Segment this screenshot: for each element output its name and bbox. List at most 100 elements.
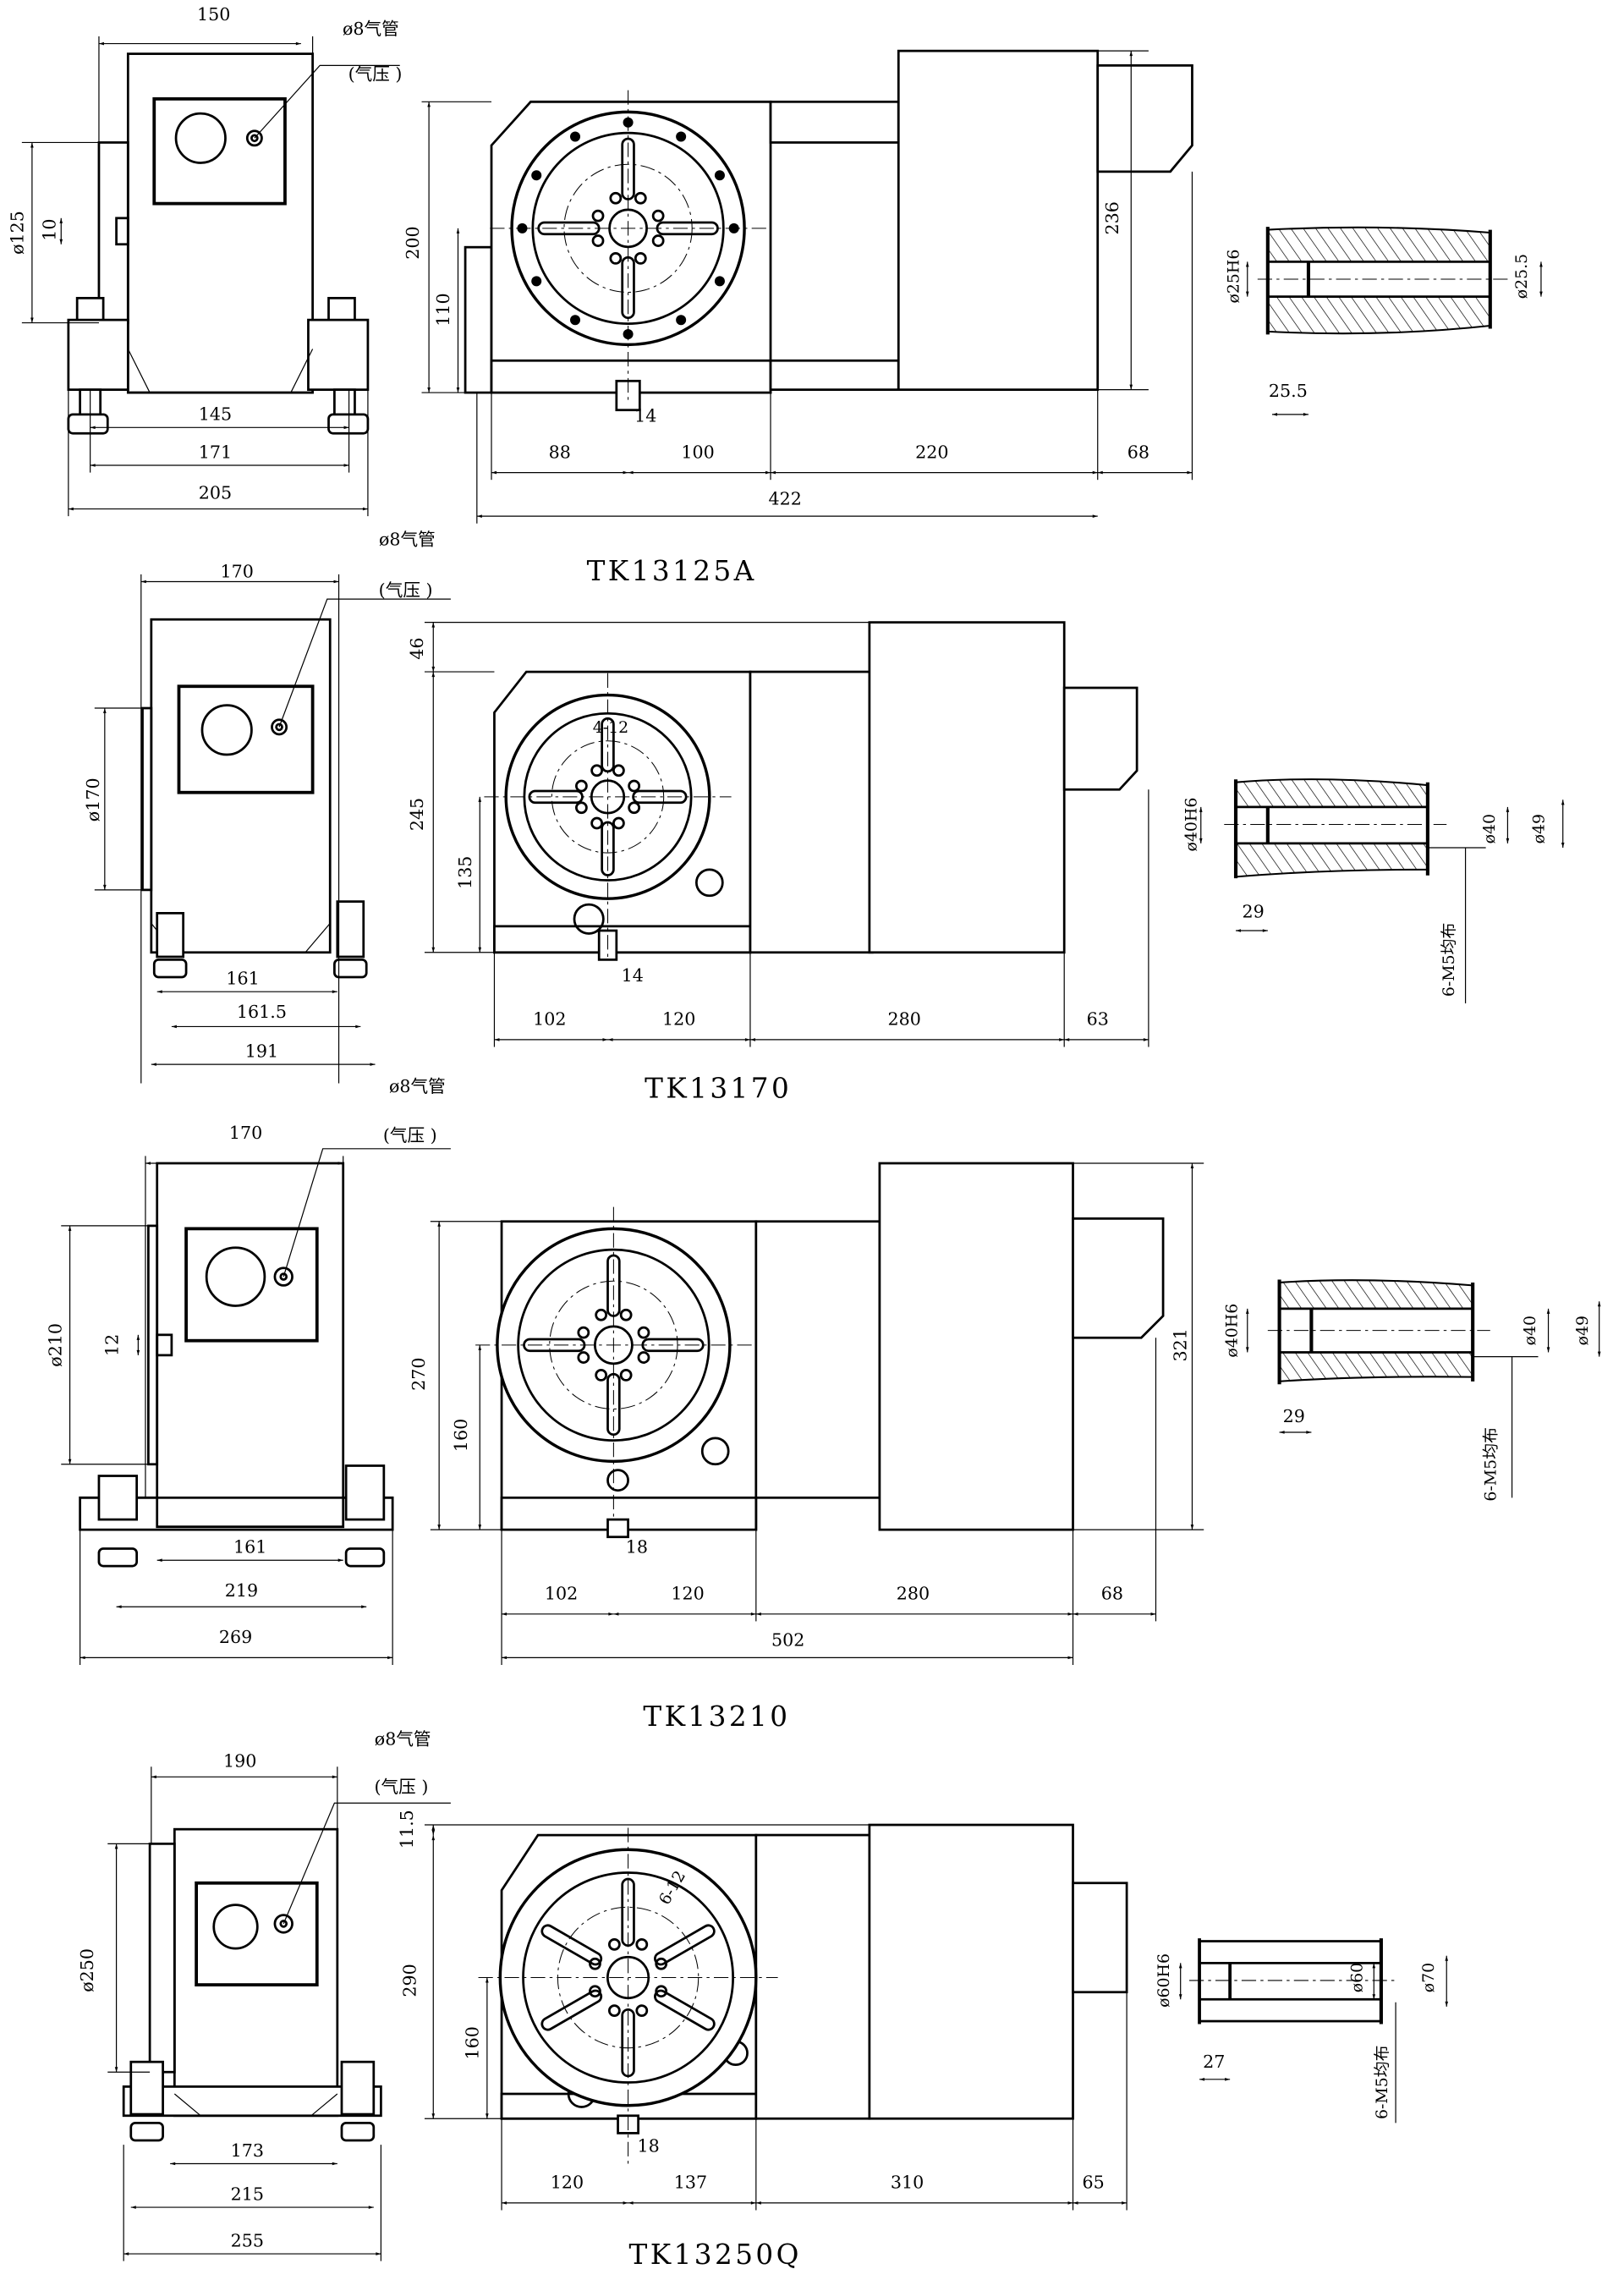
mounting-hole bbox=[590, 764, 604, 777]
rotary-table bbox=[490, 90, 766, 404]
dim-3: 220 bbox=[915, 442, 948, 462]
dim-base-inner: 161 bbox=[233, 1537, 266, 1558]
air-pipe-label: ø8气管 bbox=[379, 530, 436, 550]
bolt-hole bbox=[570, 315, 581, 326]
leader-line bbox=[254, 64, 400, 139]
front-view bbox=[478, 1823, 1128, 2164]
dim-diameter: ø170 bbox=[83, 777, 103, 821]
dim-key-width: 18 bbox=[638, 2136, 660, 2156]
mounting-hole bbox=[634, 191, 647, 205]
model-title: TK13210 bbox=[643, 1700, 790, 1733]
mounting-hole bbox=[619, 1369, 633, 1382]
bolt-hole bbox=[676, 131, 687, 142]
dim-base-inner: 161 bbox=[226, 969, 259, 989]
dim-4: 63 bbox=[1087, 1009, 1109, 1030]
mounting-hole bbox=[612, 816, 625, 830]
leader-line bbox=[283, 1148, 451, 1277]
shaft-outer: ø49 bbox=[1573, 1316, 1592, 1345]
side-view bbox=[122, 1827, 382, 2142]
bolt-hole bbox=[714, 276, 725, 287]
dim-height: 270 bbox=[409, 1358, 429, 1391]
mounting-hole bbox=[589, 1985, 601, 1998]
dim-2: 137 bbox=[674, 2173, 707, 2193]
model-title: TK13170 bbox=[645, 1073, 792, 1105]
dim-key-width: 14 bbox=[634, 405, 656, 426]
dim-height: 200 bbox=[403, 226, 423, 259]
dim-base-inner: 145 bbox=[199, 404, 232, 425]
rotary-table bbox=[478, 1827, 778, 2164]
dim-center-height: 160 bbox=[463, 2026, 483, 2059]
mounting-hole bbox=[635, 1937, 649, 1951]
drawing-tk13125a bbox=[67, 49, 1512, 435]
dim-center-height: 110 bbox=[433, 293, 453, 326]
dim-1: 102 bbox=[545, 1584, 578, 1604]
mounting-hole bbox=[655, 1957, 668, 1970]
dim-base-outer: 205 bbox=[199, 483, 232, 503]
mounting-hole bbox=[595, 1308, 608, 1321]
dim-base-outer: 269 bbox=[219, 1627, 252, 1647]
dim-diameter: ø250 bbox=[77, 1948, 97, 1992]
bolt-hole bbox=[570, 131, 581, 142]
dim-motor-height: 236 bbox=[1102, 201, 1122, 234]
mounting-hole bbox=[607, 2004, 621, 2018]
dim-diameter: ø210 bbox=[45, 1323, 65, 1367]
shaft-outer: ø70 bbox=[1419, 1963, 1438, 1992]
rotary-table bbox=[484, 673, 732, 957]
mounting-hole bbox=[590, 816, 604, 830]
dim-3: 280 bbox=[887, 1009, 920, 1030]
air-pressure-label: (气压 ) bbox=[375, 1777, 429, 1797]
mounting-hole bbox=[655, 1985, 668, 1998]
mounting-hole bbox=[607, 1937, 621, 1951]
t-slot bbox=[632, 789, 688, 805]
mounting-hole bbox=[609, 252, 623, 265]
bolt-hole bbox=[676, 315, 687, 326]
air-pressure-label: (气压 ) bbox=[348, 64, 403, 85]
shaft-detail bbox=[1267, 1279, 1539, 1385]
mounting-hole bbox=[591, 234, 605, 247]
dim-total: 422 bbox=[769, 488, 802, 508]
thread-spec: 6-M5均布 bbox=[1373, 2045, 1391, 2119]
dim-2: 120 bbox=[671, 1584, 704, 1604]
shaft-depth: 29 bbox=[1283, 1406, 1305, 1426]
leader-line bbox=[278, 598, 451, 728]
dim-height: 245 bbox=[407, 798, 427, 831]
dim-2: 100 bbox=[681, 442, 714, 462]
air-pressure-label: (气压 ) bbox=[379, 580, 433, 601]
shaft-bore: ø25H6 bbox=[1224, 250, 1243, 304]
side-view bbox=[67, 52, 370, 435]
dim-top-offset: 11.5 bbox=[397, 1810, 417, 1849]
mounting-hole bbox=[612, 764, 625, 777]
mounting-hole bbox=[577, 1351, 590, 1364]
front-view bbox=[464, 49, 1193, 412]
mounting-hole bbox=[628, 779, 641, 793]
dim-base-inner: 173 bbox=[231, 2140, 264, 2161]
air-pressure-label: (气压 ) bbox=[383, 1125, 437, 1145]
bolt-circle bbox=[551, 740, 665, 854]
dimension-lines bbox=[21, 36, 1601, 2261]
dim-2: 120 bbox=[662, 1009, 695, 1030]
mounting-hole bbox=[619, 1308, 633, 1321]
dim-base-mid: 161.5 bbox=[237, 1002, 287, 1022]
dim-width-top: 170 bbox=[229, 1123, 262, 1143]
dim-total: 502 bbox=[771, 1630, 804, 1651]
dim-4: 68 bbox=[1101, 1584, 1123, 1604]
bolt-hole bbox=[531, 276, 542, 287]
dim-4: 65 bbox=[1082, 2173, 1104, 2193]
dim-1: 120 bbox=[551, 2173, 584, 2193]
shaft-depth: 29 bbox=[1243, 902, 1265, 922]
shaft-bore: ø60H6 bbox=[1155, 1953, 1173, 2008]
thread-spec: 6-M5均布 bbox=[1482, 1427, 1501, 1502]
bolt-hole bbox=[531, 170, 542, 181]
shaft-detail bbox=[1189, 1938, 1396, 2025]
dim-base-mid: 219 bbox=[225, 1580, 258, 1601]
dim-3: 310 bbox=[891, 2173, 924, 2193]
table-face bbox=[517, 1248, 710, 1442]
dim-width-top: 170 bbox=[221, 561, 254, 581]
dim-motor-height: 321 bbox=[1171, 1328, 1191, 1361]
dim-offset: 12 bbox=[102, 1334, 122, 1356]
dim-diameter: ø125 bbox=[8, 211, 28, 255]
mounting-hole bbox=[628, 801, 641, 815]
shaft-detail bbox=[1257, 226, 1512, 335]
dim-top-offset: 46 bbox=[407, 637, 427, 659]
mounting-hole bbox=[651, 234, 665, 247]
